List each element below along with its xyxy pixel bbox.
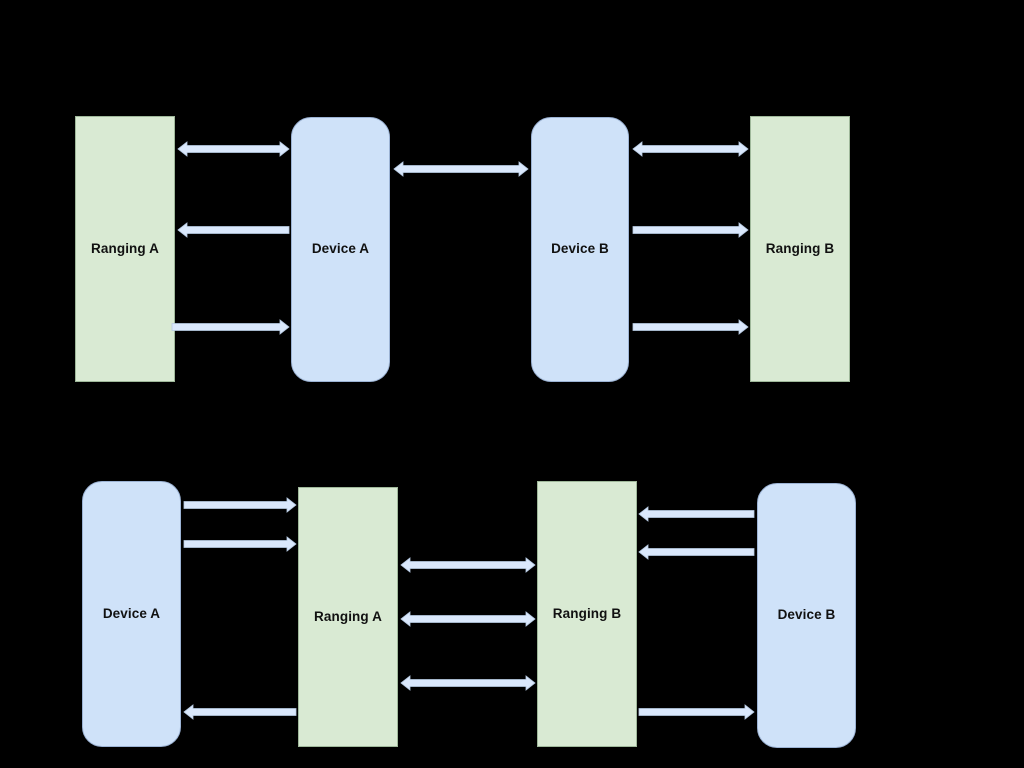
arrow-shape <box>400 675 536 691</box>
arrow-shape <box>183 704 297 720</box>
arrow-t4-both <box>393 161 529 177</box>
arrow-t5-both <box>632 141 749 157</box>
arrow-t3-right <box>171 319 290 335</box>
arrow-shape <box>632 319 749 335</box>
arrow-b3-left <box>183 704 297 720</box>
arrow-shape <box>638 544 755 560</box>
node-top-ranging-b[interactable]: Ranging B <box>750 116 850 382</box>
arrow-shape <box>638 506 755 522</box>
arrow-shape <box>183 536 297 552</box>
arrow-b1-right <box>183 497 297 513</box>
arrow-shape <box>177 222 290 238</box>
arrow-b6-both <box>400 675 536 691</box>
arrow-b9-right <box>638 704 755 720</box>
node-label: Device A <box>311 241 370 257</box>
arrow-shape <box>177 141 290 157</box>
node-label: Ranging B <box>765 240 835 256</box>
node-bot-device-b[interactable]: Device B <box>757 483 856 748</box>
node-top-ranging-a[interactable]: Ranging A <box>75 116 175 382</box>
arrow-b5-both <box>400 611 536 627</box>
arrow-shape <box>183 497 297 513</box>
arrow-shape <box>171 319 290 335</box>
node-top-device-a[interactable]: Device A <box>291 117 390 382</box>
node-label: Ranging B <box>552 605 622 621</box>
node-label: Device B <box>551 241 609 257</box>
arrow-t7-right <box>632 319 749 335</box>
arrow-shape <box>632 141 749 157</box>
arrow-shape <box>632 222 749 238</box>
node-top-device-b[interactable]: Device B <box>531 117 629 382</box>
node-label: Ranging A <box>314 608 382 624</box>
arrow-shape <box>393 161 529 177</box>
arrow-b2-right <box>183 536 297 552</box>
node-label: Ranging A <box>91 240 159 256</box>
arrow-b4-both <box>400 557 536 573</box>
arrow-t1-both <box>177 141 290 157</box>
arrow-shape <box>638 704 755 720</box>
node-bot-ranging-a[interactable]: Ranging A <box>298 487 398 747</box>
arrow-t2-left <box>177 222 290 238</box>
arrow-shape <box>400 611 536 627</box>
arrow-t6-right <box>632 222 749 238</box>
node-bot-device-a[interactable]: Device A <box>82 481 181 747</box>
arrow-shape <box>400 557 536 573</box>
node-bot-ranging-b[interactable]: Ranging B <box>537 481 637 747</box>
node-label: Device A <box>102 605 161 621</box>
arrow-b8-left <box>638 544 755 560</box>
node-label: Device B <box>777 607 836 623</box>
arrow-b7-left <box>638 506 755 522</box>
